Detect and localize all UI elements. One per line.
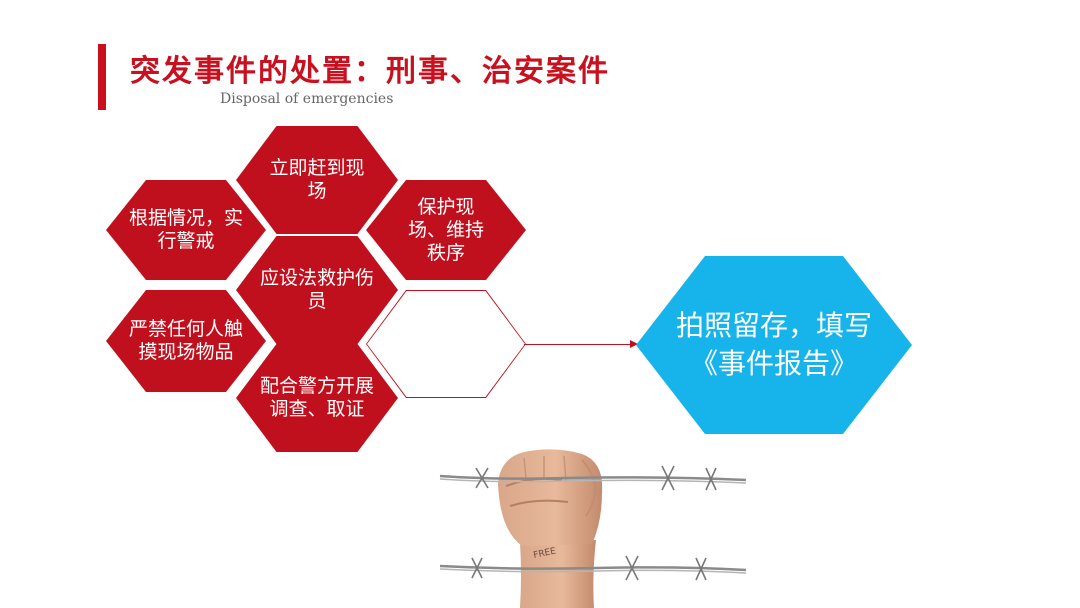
- step-label: 根据情况，实行警戒: [128, 207, 243, 252]
- fist-barbed-wire-image: FREE: [439, 449, 747, 608]
- step-label: 立即赶到现场: [269, 157, 365, 202]
- step-label: 配合警方开展调查、取证: [260, 375, 375, 420]
- result-label: 拍照留存，填写《事件报告》: [675, 309, 872, 380]
- title-accent-bar: [98, 44, 106, 110]
- step-hexagon-cooperate: 配合警方开展调查、取证: [236, 344, 398, 452]
- step-hexagon-protect-scene: 保护现场、维持秩序: [366, 180, 526, 280]
- step-label: 应设法救护伤员: [259, 267, 374, 312]
- step-hexagon-no-touch: 严禁任何人触摸现场物品: [106, 290, 266, 392]
- arrow-head-icon: [630, 340, 638, 348]
- wrist-text: FREE: [533, 546, 558, 561]
- page-subtitle: Disposal of emergencies: [220, 91, 394, 107]
- step-label: 保护现场、维持秩序: [407, 195, 484, 264]
- step-label: 严禁任何人触摸现场物品: [128, 318, 243, 363]
- result-hexagon: 拍照留存，填写《事件报告》: [636, 256, 912, 434]
- step-hexagon-cordon: 根据情况，实行警戒: [106, 180, 266, 280]
- step-hexagon-rescue: 应设法救护伤员: [236, 236, 398, 344]
- connector-hexagon: [366, 290, 526, 398]
- step-hexagon-arrive: 立即赶到现场: [236, 126, 398, 234]
- page-title: 突发事件的处置：刑事、治安案件: [130, 54, 610, 89]
- connector-line: [524, 344, 632, 345]
